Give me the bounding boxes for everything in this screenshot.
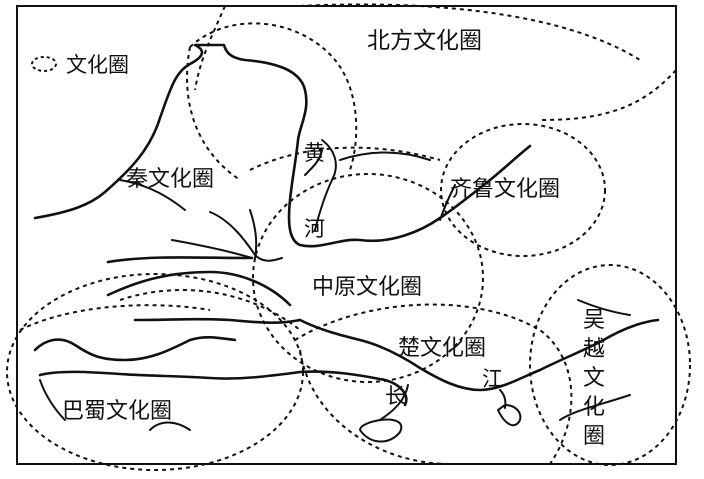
region-bashu-label: 巴蜀文化圈 [62,399,172,424]
region-labels: 北方文化圈 秦文化圈 齐鲁文化圈 中原文化圈 楚文化圈 巴蜀文化圈 吴 越 文 … [62,28,605,449]
yangtze-river [33,256,660,443]
map-border [16,5,677,465]
river-huang-char-2: 河 [304,217,325,241]
zone-qin-north-arc [189,22,358,171]
dongting-lake [359,418,403,443]
yangtze-lower [298,318,660,392]
region-zhongyuan-label: 中原文化圈 [312,275,422,300]
region-chu-label: 楚文化圈 [398,336,486,361]
zone-qin-west-arc [186,46,241,181]
zone-north-arc-right [539,69,677,121]
dashed-ellipse-icon [31,56,57,72]
river-labels: 黄 河 长 江 [304,141,503,408]
min-river [39,379,66,421]
jialing-river [133,317,302,325]
fen-river [339,151,431,161]
region-qilu-label: 齐鲁文化圈 [450,177,560,202]
zone-north-arc-top [299,3,641,61]
jing-river [249,209,258,259]
river-chang-char-2: 江 [482,367,503,391]
region-north-label: 北方文化圈 [367,28,482,54]
yangtze-upper [33,335,237,362]
legend-label: 文化圈 [66,53,129,77]
yellow-river-branch-inner [304,149,323,176]
region-wuyue-char-3: 文 [583,366,605,391]
ji-river [439,184,456,221]
zone-zhongyuan [252,173,484,383]
region-wuyue-char-1: 吴 [583,308,605,333]
region-wuyue-char-2: 越 [583,337,605,362]
zone-chu-right [294,303,573,465]
zone-bashu-top [19,304,211,331]
river-huang-char-1: 黄 [304,141,325,165]
region-wuyue-char-5: 圈 [583,424,605,449]
legend: 文化圈 [31,53,129,77]
poyang-lake [497,404,522,427]
yellow-river [33,43,532,262]
han-river-upper [106,270,292,307]
zone-qilu [440,123,606,257]
yellow-river-main [33,43,532,248]
zone-chu-left [299,349,451,465]
region-qin-label: 秦文化圈 [126,167,214,192]
region-wuyue-char-4: 化 [583,395,605,420]
zone-zhongyuan-top [249,146,441,171]
huai-river-east [577,299,631,316]
wei-branch [119,179,186,211]
zone-wuyue [529,264,691,466]
gan-river [499,389,507,409]
yellow-river-branch-east [314,139,337,231]
zone-north-arc-left [194,5,226,91]
xiang-river [379,384,409,421]
yangtze-middle [38,370,408,407]
yangtze-upper-north [106,256,254,264]
river-chang-char-1: 长 [385,384,406,408]
wei-river [209,211,283,262]
wu-river [149,421,191,431]
luo-river [171,239,253,259]
qiantang-river [559,394,631,421]
